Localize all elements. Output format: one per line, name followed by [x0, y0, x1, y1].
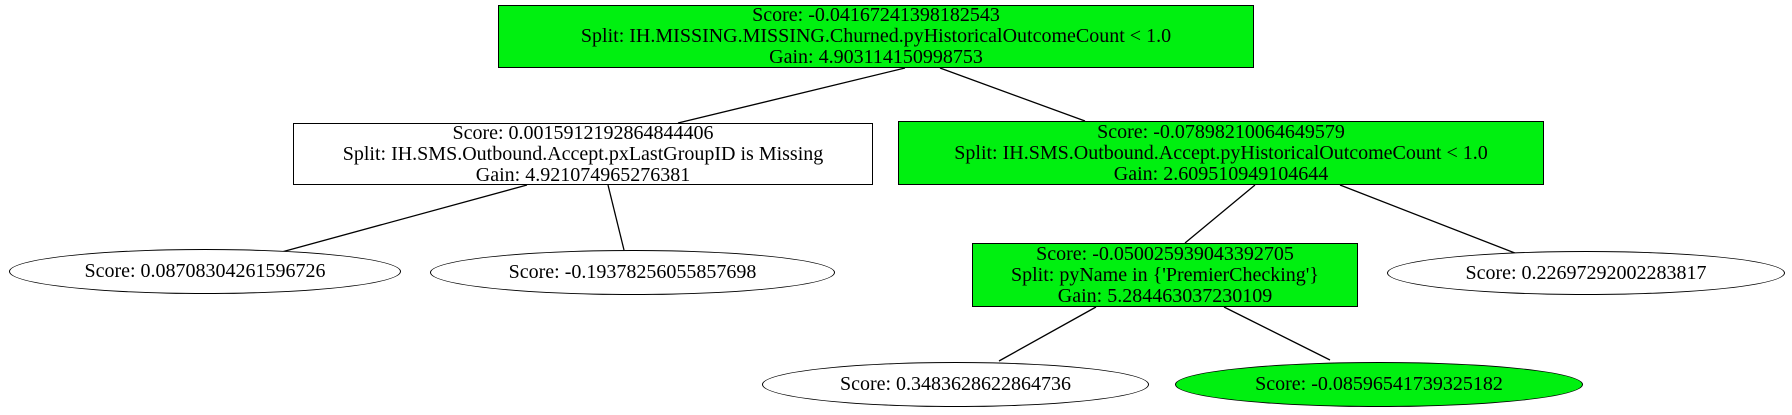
node-gain-label: Gain: 4.903114150998753 — [769, 46, 983, 68]
tree-node-left-split: Score: 0.0015912192864844406 Split: IH.S… — [293, 121, 873, 186]
node-score-label: Score: 0.3483628622864736 — [839, 373, 1072, 395]
tree-leaf-node: Score: -0.08596541739325182 — [1175, 362, 1583, 407]
node-split-label: Split: IH.MISSING.MISSING.Churned.pyHist… — [580, 25, 1172, 47]
node-split-label: Split: pyName in {'PremierChecking'} — [1010, 263, 1320, 286]
node-gain-label: Gain: 5.284463037230109 — [1057, 284, 1273, 307]
tree-edge — [277, 184, 528, 254]
tree-edge — [607, 184, 625, 251]
tree-leaf-node: Score: 0.08708304261596726 — [9, 249, 401, 294]
tree-node-right-split: Score: -0.07898210064649579 Split: IH.SM… — [898, 121, 1544, 185]
node-score-label: Score: 0.22697292002283817 — [1465, 261, 1707, 284]
node-score-label: Score: -0.04167241398182543 — [752, 4, 1000, 26]
node-score-label: Score: -0.19378256055857698 — [508, 261, 757, 283]
node-score-label: Score: -0.07898210064649579 — [1097, 120, 1345, 143]
node-split-label: Split: IH.SMS.Outbound.Accept.pyHistoric… — [954, 141, 1488, 164]
tree-edge — [939, 67, 1086, 122]
node-score-label: Score: 0.0015912192864844406 — [452, 121, 714, 144]
tree-edge — [1223, 306, 1331, 361]
tree-leaf-node: Score: 0.3483628622864736 — [762, 362, 1149, 407]
node-gain-label: Gain: 4.921074965276381 — [475, 163, 691, 186]
node-score-label: Score: 0.08708304261596726 — [84, 260, 326, 282]
tree-edge — [998, 306, 1097, 362]
tree-node-premier-split: Score: -0.050025939043392705 Split: pyNa… — [972, 243, 1358, 307]
node-split-label: Split: IH.SMS.Outbound.Accept.pxLastGrou… — [342, 142, 824, 165]
tree-leaf-node: Score: -0.19378256055857698 — [430, 250, 835, 295]
tree-node-root-split: Score: -0.04167241398182543 Split: IH.MI… — [498, 5, 1254, 68]
node-score-label: Score: -0.08596541739325182 — [1255, 373, 1503, 395]
tree-edge — [1184, 184, 1256, 244]
node-score-label: Score: -0.050025939043392705 — [1036, 242, 1294, 265]
node-gain-label: Gain: 2.609510949104644 — [1113, 162, 1329, 185]
tree-edge — [677, 67, 906, 124]
tree-leaf-node: Score: 0.22697292002283817 — [1387, 251, 1785, 295]
tree-edge — [1339, 184, 1521, 256]
